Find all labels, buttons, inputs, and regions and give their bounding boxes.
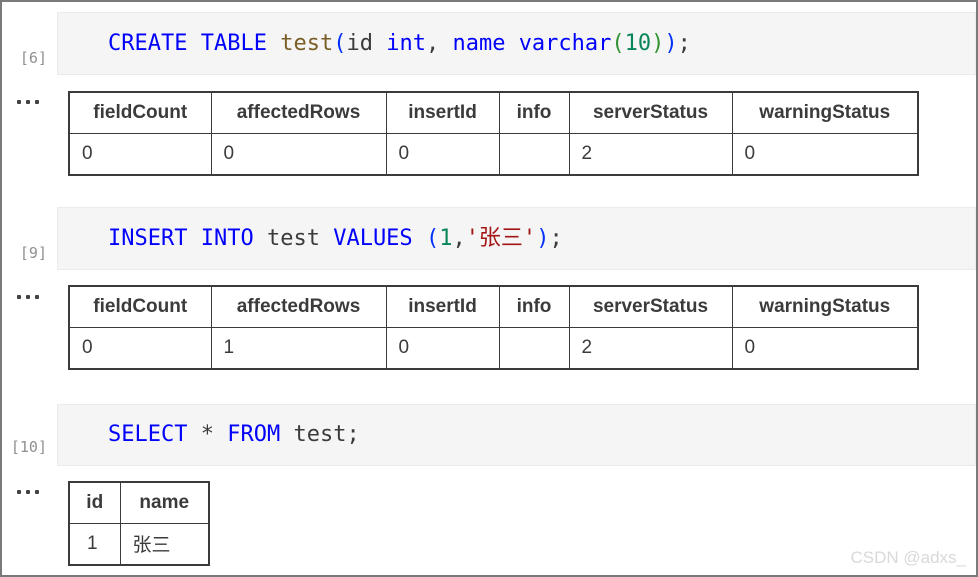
code-token: ( (333, 31, 347, 56)
execution-count-label: [6] (19, 49, 47, 67)
table-cell: 1 (210, 326, 387, 370)
code-token (373, 31, 386, 56)
code-token: ( (425, 226, 440, 251)
code-token: VALUES (333, 226, 413, 251)
code-token (187, 31, 200, 56)
column-header: warningStatus (731, 91, 919, 134)
column-header: info (498, 91, 570, 134)
code-token (413, 226, 426, 251)
column-header: affectedRows (210, 285, 387, 328)
code-line[interactable]: CREATE TABLE test(id int, name varchar(1… (58, 13, 975, 74)
code-token: test (280, 31, 334, 56)
column-header: info (498, 285, 570, 328)
ellipsis-icon[interactable] (17, 100, 39, 104)
table-cell (498, 326, 570, 370)
code-token: CREATE (108, 31, 188, 56)
dot (17, 100, 21, 104)
table-cell: 0 (68, 326, 212, 370)
code-token: ( (611, 31, 625, 56)
code-token: 1 (439, 226, 453, 251)
code-token (320, 226, 333, 251)
code-cell[interactable]: INSERT INTO test VALUES (1,'张三'); (57, 207, 976, 270)
table-cell: 0 (731, 132, 919, 176)
watermark: CSDN @adxs_ (850, 548, 966, 567)
code-token: ; (549, 226, 563, 251)
code-token: FROM (227, 422, 281, 447)
code-line[interactable]: INSERT INTO test VALUES (1,'张三'); (58, 208, 975, 269)
table-cell: 1 (68, 522, 121, 566)
table-cell: 0 (385, 132, 500, 176)
column-header: warningStatus (731, 285, 919, 328)
dot (26, 295, 30, 299)
table-cell: 0 (68, 132, 212, 176)
code-token: INTO (200, 226, 254, 251)
code-token (254, 226, 267, 251)
code-token: int (386, 31, 426, 56)
code-token: ) (536, 226, 550, 251)
table-cell: 张三 (119, 522, 210, 566)
dot (26, 100, 30, 104)
dot (35, 100, 39, 104)
code-token: INSERT (108, 226, 188, 251)
code-token: ) (651, 31, 665, 56)
code-token: name (452, 31, 506, 56)
table-cell: 2 (568, 326, 733, 370)
column-header: name (119, 481, 210, 524)
dot (26, 490, 30, 494)
code-token: ; (346, 422, 360, 447)
dot (35, 295, 39, 299)
table-cell: 0 (731, 326, 919, 370)
code-token (187, 226, 200, 251)
code-token: TABLE (200, 31, 267, 56)
code-token: ; (677, 31, 691, 56)
column-header: insertId (385, 285, 500, 328)
column-header: id (68, 481, 121, 524)
ellipsis-icon[interactable] (17, 490, 39, 494)
ellipsis-icon[interactable] (17, 295, 39, 299)
code-token: * (200, 422, 214, 447)
code-token (267, 31, 280, 56)
code-token: ) (664, 31, 678, 56)
code-token: SELECT (108, 422, 188, 447)
code-cell[interactable]: CREATE TABLE test(id int, name varchar(1… (57, 12, 976, 75)
execution-count-label: [10] (10, 438, 47, 456)
column-header: affectedRows (210, 91, 387, 134)
column-header: serverStatus (568, 285, 733, 328)
code-token: id (346, 31, 373, 56)
table-cell: 0 (210, 132, 387, 176)
column-header: fieldCount (68, 91, 212, 134)
code-token (214, 422, 227, 447)
code-token (505, 31, 518, 56)
code-token (187, 422, 200, 447)
column-header: insertId (385, 91, 500, 134)
code-token: , (452, 226, 466, 251)
dot (17, 490, 21, 494)
code-token: test (293, 422, 347, 447)
code-token (280, 422, 293, 447)
table-cell: 0 (385, 326, 500, 370)
code-token: '张三' (465, 226, 537, 251)
code-token: , (425, 31, 453, 56)
execution-count-label: [9] (19, 244, 47, 262)
code-token: test (266, 226, 320, 251)
dot (17, 295, 21, 299)
dot (35, 490, 39, 494)
table-cell (498, 132, 570, 176)
table-cell: 2 (568, 132, 733, 176)
code-token: 10 (624, 31, 652, 56)
column-header: fieldCount (68, 285, 212, 328)
code-token: varchar (518, 31, 612, 56)
column-header: serverStatus (568, 91, 733, 134)
code-line[interactable]: SELECT * FROM test; (58, 405, 975, 465)
code-cell[interactable]: SELECT * FROM test; (57, 404, 976, 466)
